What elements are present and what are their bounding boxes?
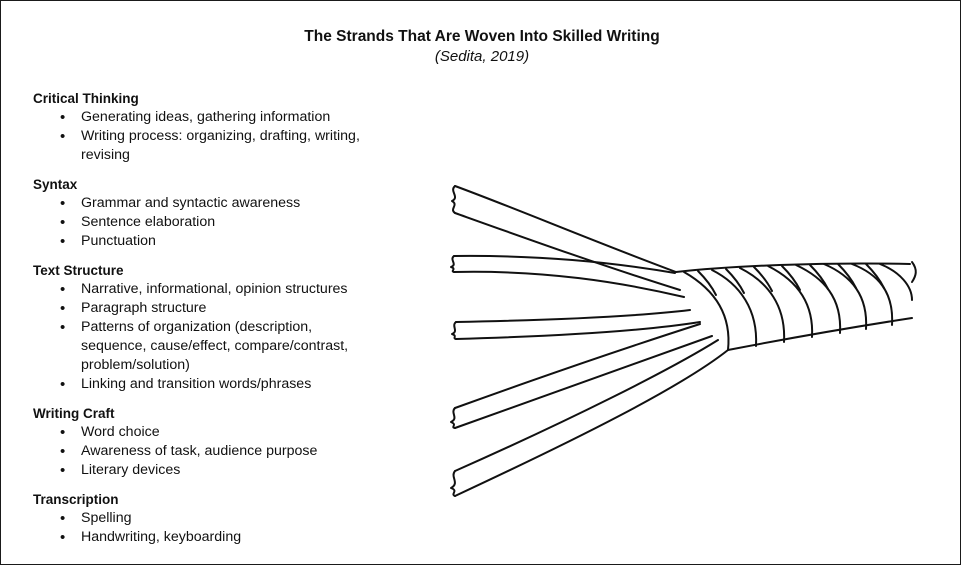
section-heading: Syntax: [33, 177, 78, 192]
bullet-list: Word choice Awareness of task, audience …: [33, 423, 433, 480]
list-item: Awareness of task, audience purpose: [33, 442, 433, 461]
diagram-citation: (Sedita, 2019): [434, 48, 530, 65]
rope-strand: [450, 254, 685, 298]
bullet-list: Generating ideas, gathering information …: [33, 108, 433, 165]
list-item: Literary devices: [33, 461, 433, 480]
section-syntax: Syntax Grammar and syntactic awareness S…: [33, 176, 433, 251]
rope-strand: [451, 185, 681, 291]
bullet-list: Grammar and syntactic awareness Sentence…: [33, 194, 433, 251]
section-text-structure: Text Structure Narrative, informational,…: [33, 262, 433, 394]
list-item: Sentence elaboration: [33, 213, 433, 232]
list-item: Word choice: [33, 423, 433, 442]
list-item: Spelling: [33, 509, 433, 528]
section-heading: Transcription: [33, 492, 119, 507]
rope-body: [675, 261, 917, 351]
rope-strand: [450, 323, 713, 429]
strand-list: Critical Thinking Generating ideas, gath…: [33, 90, 433, 558]
bullet-list: Spelling Handwriting, keyboarding: [33, 509, 433, 547]
list-item: Generating ideas, gathering information: [33, 108, 433, 127]
diagram-title: The Strands That Are Woven Into Skilled …: [304, 28, 660, 45]
rope-strand: [450, 339, 729, 497]
section-critical-thinking: Critical Thinking Generating ideas, gath…: [33, 90, 433, 165]
list-item: Handwriting, keyboarding: [33, 528, 433, 547]
rope-strand: [451, 309, 701, 340]
section-heading: Critical Thinking: [33, 91, 139, 106]
list-item: Writing process: organizing, drafting, w…: [33, 127, 381, 165]
list-item: Punctuation: [33, 232, 433, 251]
list-item: Narrative, informational, opinion struct…: [33, 280, 433, 299]
section-writing-craft: Writing Craft Word choice Awareness of t…: [33, 405, 433, 480]
list-item: Grammar and syntactic awareness: [33, 194, 433, 213]
section-transcription: Transcription Spelling Handwriting, keyb…: [33, 491, 433, 547]
section-heading: Writing Craft: [33, 406, 115, 421]
list-item: Patterns of organization (description, s…: [33, 318, 381, 375]
bullet-list: Narrative, informational, opinion struct…: [33, 280, 433, 394]
list-item: Linking and transition words/phrases: [33, 375, 433, 394]
list-item: Paragraph structure: [33, 299, 433, 318]
section-heading: Text Structure: [33, 263, 124, 278]
